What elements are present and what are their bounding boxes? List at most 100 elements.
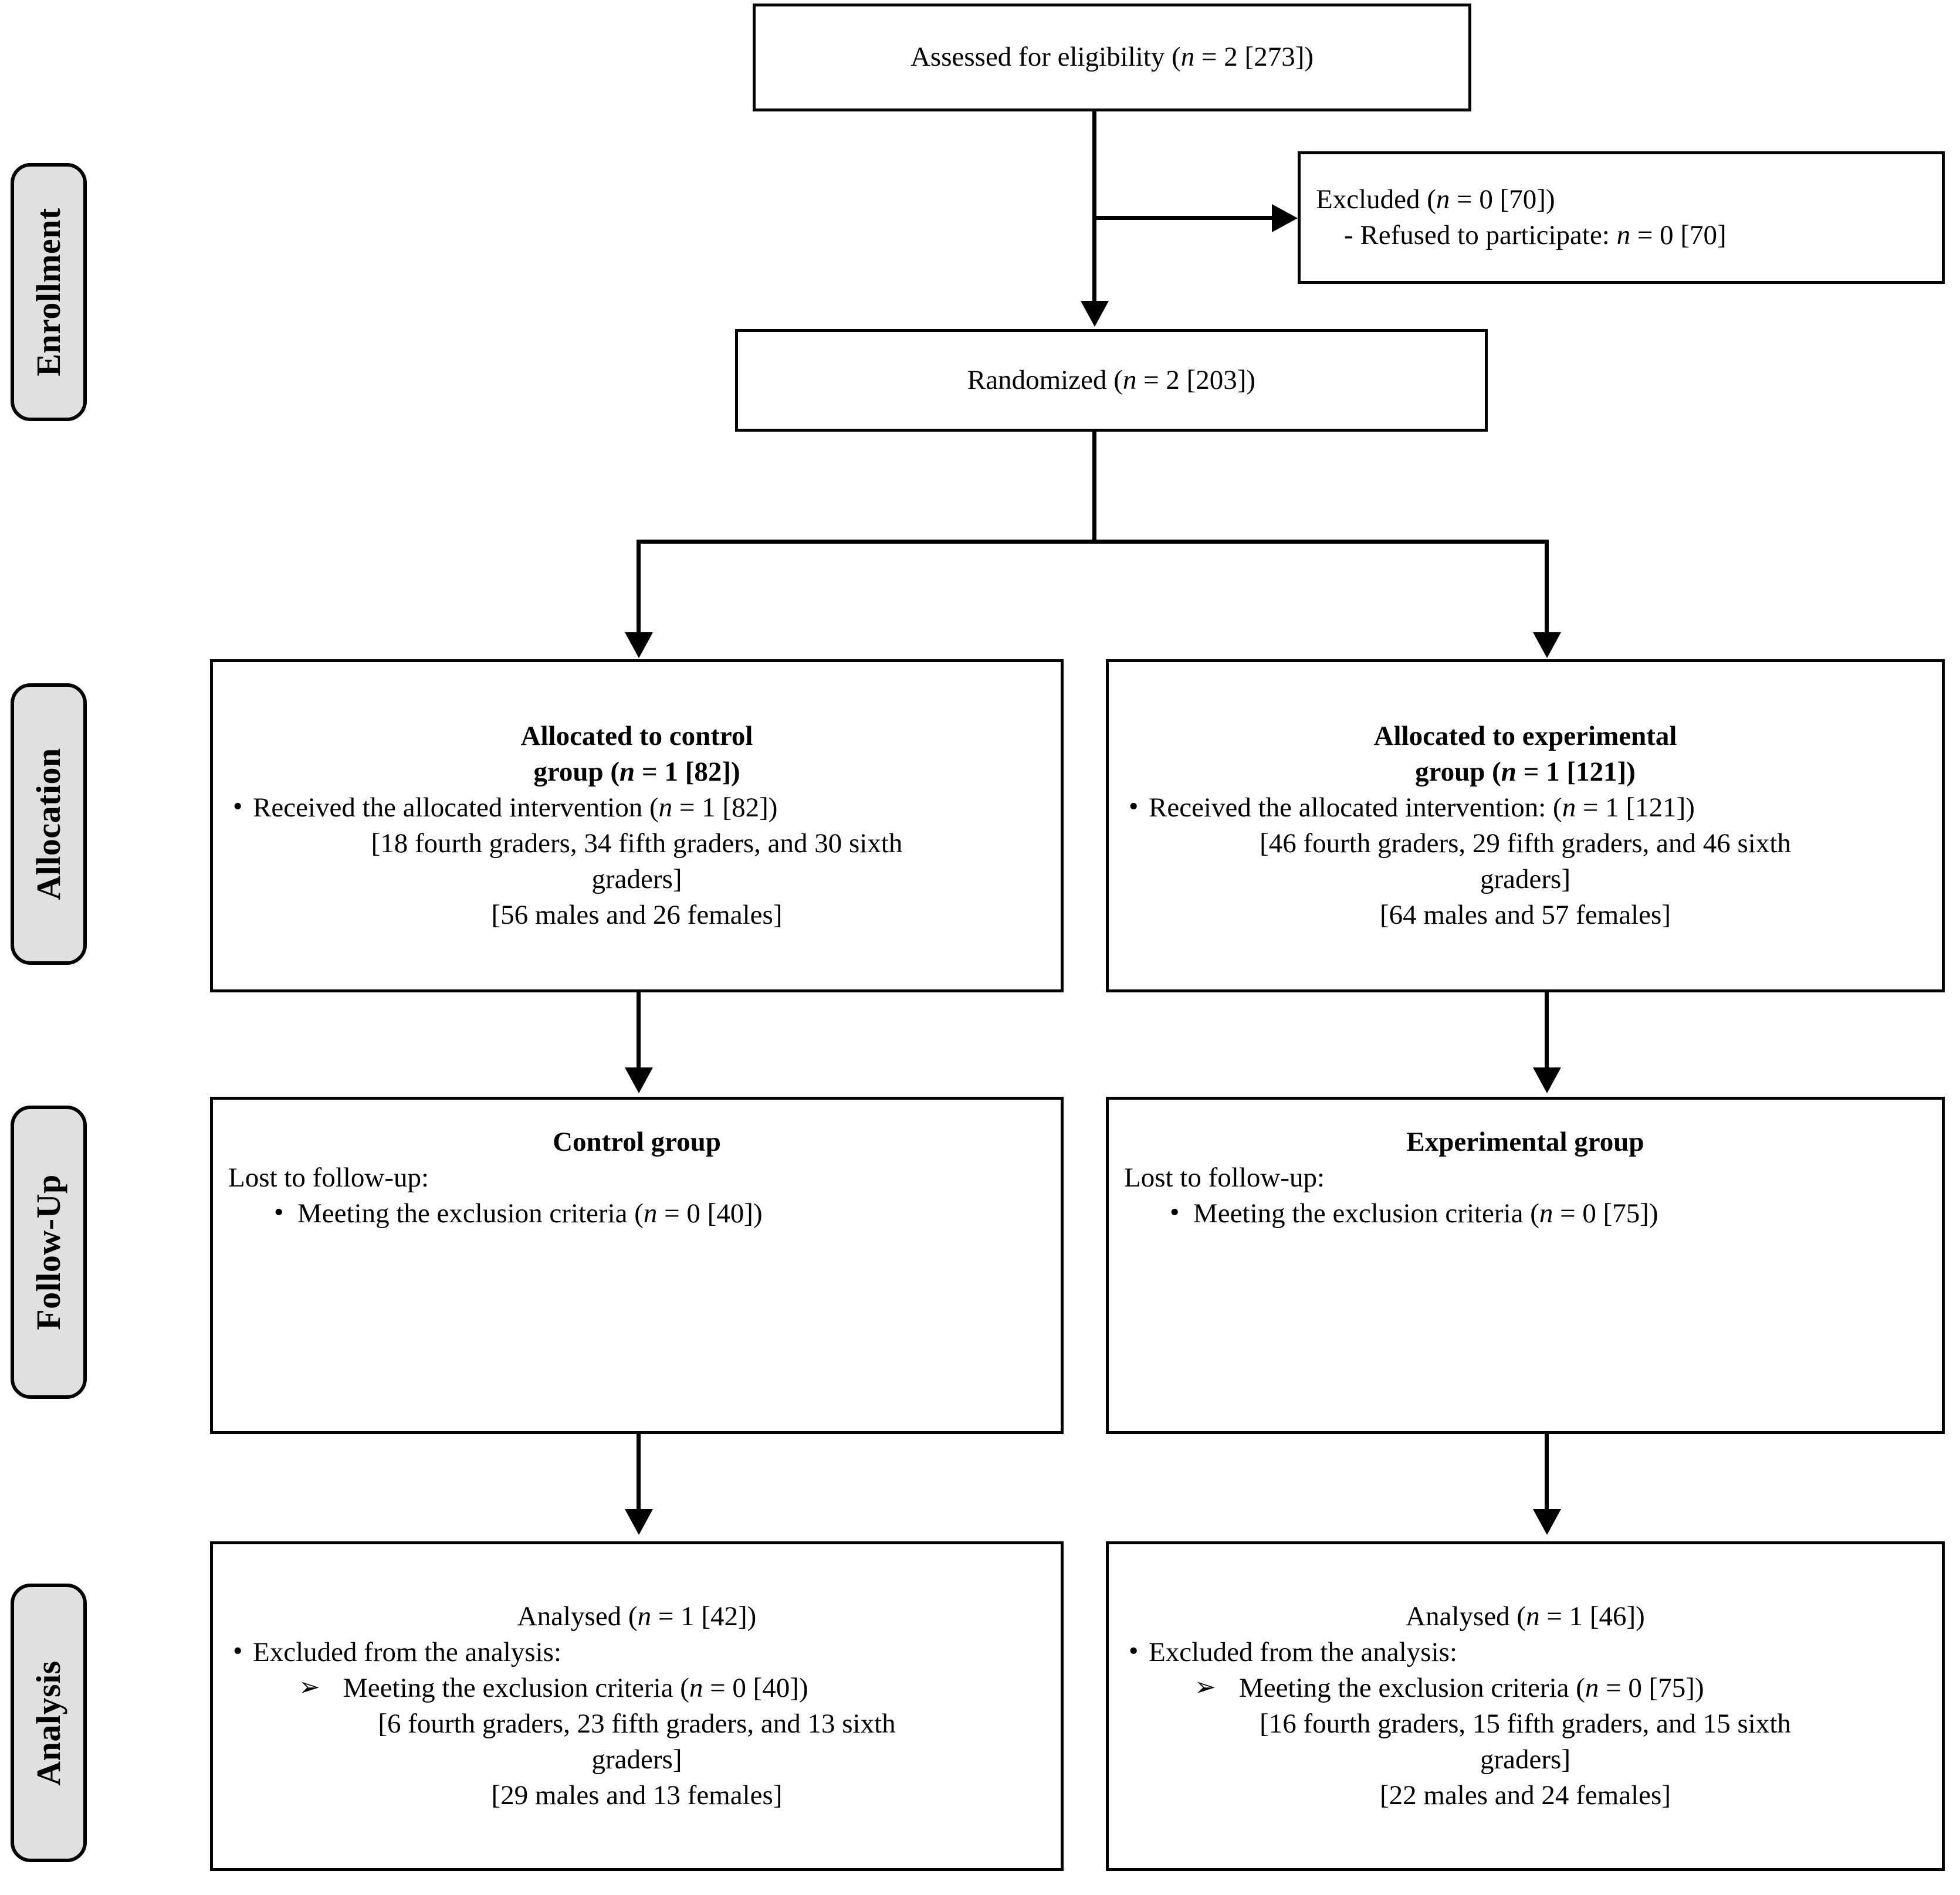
analysis-control-exclusion-label: Meeting the exclusion criteria ( [343, 1672, 689, 1703]
allocated-experimental-body: Allocated to experimental group (n = 1 [… [1109, 718, 1942, 934]
allocated-control-group-value: = 1 [82]) [635, 756, 740, 787]
allocated-control-grades-line2: graders] [591, 864, 682, 895]
analysis-experimental-sex-line: [22 males and 24 females] [1380, 1780, 1671, 1811]
excluded-value: = 0 [70]) [1450, 184, 1555, 215]
analysis-experimental-grades-line1: [16 fourth graders, 15 fifth graders, an… [1260, 1708, 1791, 1739]
allocated-experimental-received-label: Received the allocated intervention: ( [1149, 792, 1562, 823]
assessed-text-row: Assessed for eligibility (n = 2 [273]) [756, 39, 1468, 75]
allocated-experimental-received-n-symbol: n [1562, 792, 1576, 823]
followup-control-exclusion-label: Meeting the exclusion criteria ( [297, 1198, 644, 1229]
phase-label-enrollment-text: Enrollment [29, 208, 67, 377]
analysis-experimental-analysed-value: = 1 [46]) [1539, 1601, 1645, 1632]
followup-experimental-exclusion-label: Meeting the exclusion criteria ( [1193, 1198, 1539, 1229]
analysis-control-sex-line: [29 males and 13 females] [491, 1780, 783, 1811]
analysis-experimental-title: Analysed (n = 1 [46]) [1124, 1599, 1927, 1635]
analysis-experimental-exclusion-n-symbol: n [1585, 1672, 1599, 1703]
phase-label-followup-text: Follow-Up [29, 1174, 67, 1330]
allocated-control-sex-line: [56 males and 26 females] [491, 900, 783, 931]
allocated-experimental-group-value: = 1 [121]) [1516, 756, 1636, 787]
arrowhead-experimental-alloc-to-followup [1533, 1067, 1561, 1093]
analysis-control-body: Analysed (n = 1 [42]) Excluded from the … [213, 1599, 1061, 1814]
allocated-control-received-n-symbol: n [658, 792, 673, 823]
followup-experimental-lost-label: Lost to follow-up: [1124, 1162, 1325, 1194]
followup-control-exclusion-n-symbol: n [643, 1198, 658, 1229]
analysis-control-n-symbol: n [637, 1601, 652, 1632]
node-excluded: Excluded (n = 0 [70]) - Refused to parti… [1298, 151, 1945, 284]
followup-experimental-exclusion-n-symbol: n [1539, 1198, 1553, 1229]
connector-experimental-followup-to-analysis [1545, 1434, 1549, 1513]
followup-experimental-exclusion-value: = 0 [75]) [1553, 1198, 1658, 1229]
analysis-control-bullet-excluded: Excluded from the analysis: [228, 1633, 1045, 1670]
arrowhead-to-experimental-allocation [1533, 632, 1561, 658]
arrowhead-assessed-to-excluded [1272, 204, 1298, 232]
connector-assessed-to-excluded-horizontal [1092, 216, 1275, 220]
phase-label-followup: Follow-Up [11, 1106, 87, 1399]
analysis-control-title: Analysed (n = 1 [42]) [228, 1599, 1045, 1635]
connector-to-control-vertical [637, 540, 641, 636]
node-assessed-for-eligibility: Assessed for eligibility (n = 2 [273]) [753, 4, 1471, 111]
allocated-experimental-group-label: group ( [1415, 756, 1501, 787]
analysis-experimental-grades-line2: graders] [1480, 1744, 1570, 1775]
phase-label-allocation: Allocation [11, 683, 87, 965]
arrowhead-assessed-to-randomized [1081, 301, 1109, 327]
analysis-control-subbullet-exclusion: Meeting the exclusion criteria (n = 0 [4… [228, 1670, 1045, 1706]
excluded-line-2-refused: - Refused to participate: n = 0 [70] [1316, 218, 1927, 253]
followup-control-bullet-exclusion: Meeting the exclusion criteria (n = 0 [4… [228, 1195, 1045, 1232]
connector-assessed-to-randomized-vertical [1092, 111, 1096, 305]
analysis-experimental-subbullet-exclusion: Meeting the exclusion criteria (n = 0 [7… [1124, 1670, 1927, 1706]
arrowhead-experimental-followup-to-analysis [1533, 1509, 1561, 1535]
excluded-refused-label: - Refused to participate: [1344, 220, 1617, 250]
randomized-n-symbol: n [1122, 364, 1137, 395]
allocated-experimental-grades-line1: [46 fourth graders, 29 fifth graders, an… [1260, 828, 1791, 859]
analysis-experimental-exclusion-label: Meeting the exclusion criteria ( [1239, 1672, 1585, 1703]
excluded-refused-value: = 0 [70] [1630, 220, 1727, 250]
analysis-experimental-n-symbol: n [1526, 1601, 1540, 1632]
followup-control-title: Control group [553, 1127, 721, 1157]
analysis-control-exclusion-value: = 0 [40]) [703, 1672, 808, 1703]
arrowhead-control-followup-to-analysis [625, 1509, 653, 1535]
excluded-line-1: Excluded (n = 0 [70]) [1316, 182, 1927, 218]
connector-control-followup-to-analysis [637, 1434, 641, 1513]
analysis-experimental-body: Analysed (n = 1 [46]) Excluded from the … [1109, 1599, 1942, 1814]
allocated-control-bullet-received: Received the allocated intervention (n =… [228, 789, 1045, 826]
phase-label-enrollment: Enrollment [11, 163, 87, 421]
excluded-text-block: Excluded (n = 0 [70]) - Refused to parti… [1301, 182, 1942, 253]
allocated-control-received-value: = 1 [82]) [672, 792, 778, 823]
followup-experimental-body: Experimental group Lost to follow-up: Me… [1109, 1100, 1942, 1232]
phase-label-allocation-text: Allocation [29, 748, 68, 900]
allocated-experimental-grades-line2: graders] [1480, 864, 1570, 895]
node-allocated-control: Allocated to control group (n = 1 [82]) … [210, 659, 1064, 992]
excluded-label: Excluded ( [1316, 184, 1436, 215]
randomized-text-row: Randomized (n = 2 [203]) [738, 362, 1485, 398]
followup-control-lost-label: Lost to follow-up: [228, 1162, 429, 1194]
assessed-value: = 2 [273]) [1194, 42, 1314, 73]
allocated-control-grades-line1: [18 fourth graders, 34 fifth graders, an… [371, 828, 903, 859]
assessed-label: Assessed for eligibility ( [910, 42, 1181, 73]
analysis-control-analysed-label: Analysed ( [517, 1601, 638, 1632]
allocated-control-received-label: Received the allocated intervention ( [253, 792, 659, 823]
arrowhead-to-control-allocation [625, 632, 653, 658]
allocated-control-n-symbol: n [620, 756, 635, 787]
node-randomized: Randomized (n = 2 [203]) [735, 329, 1488, 432]
connector-control-alloc-to-followup [637, 992, 641, 1072]
connector-to-experimental-vertical [1545, 540, 1549, 636]
analysis-experimental-exclusion-value: = 0 [75]) [1599, 1672, 1704, 1703]
followup-control-exclusion-value: = 0 [40]) [657, 1198, 763, 1229]
allocated-experimental-received-value: = 1 [121]) [1576, 792, 1695, 823]
analysis-experimental-bullet-excluded: Excluded from the analysis: [1124, 1633, 1927, 1670]
analysis-control-grades-line2: graders] [591, 1744, 682, 1775]
node-analysis-experimental: Analysed (n = 1 [46]) Excluded from the … [1106, 1541, 1945, 1871]
node-allocated-experimental: Allocated to experimental group (n = 1 [… [1106, 659, 1945, 992]
allocated-control-title-line1: Allocated to control [520, 720, 753, 751]
node-analysis-control: Analysed (n = 1 [42]) Excluded from the … [210, 1541, 1064, 1871]
allocated-control-group-label: group ( [533, 756, 620, 787]
phase-label-analysis-text: Analysis [29, 1660, 68, 1786]
followup-control-body: Control group Lost to follow-up: Meeting… [213, 1100, 1061, 1232]
excluded-n-symbol: n [1436, 184, 1450, 215]
connector-experimental-alloc-to-followup [1545, 992, 1549, 1072]
assessed-n-symbol: n [1180, 42, 1195, 73]
followup-experimental-bullet-exclusion: Meeting the exclusion criteria (n = 0 [7… [1124, 1195, 1927, 1232]
followup-experimental-title: Experimental group [1406, 1127, 1644, 1157]
randomized-label: Randomized ( [967, 364, 1123, 395]
